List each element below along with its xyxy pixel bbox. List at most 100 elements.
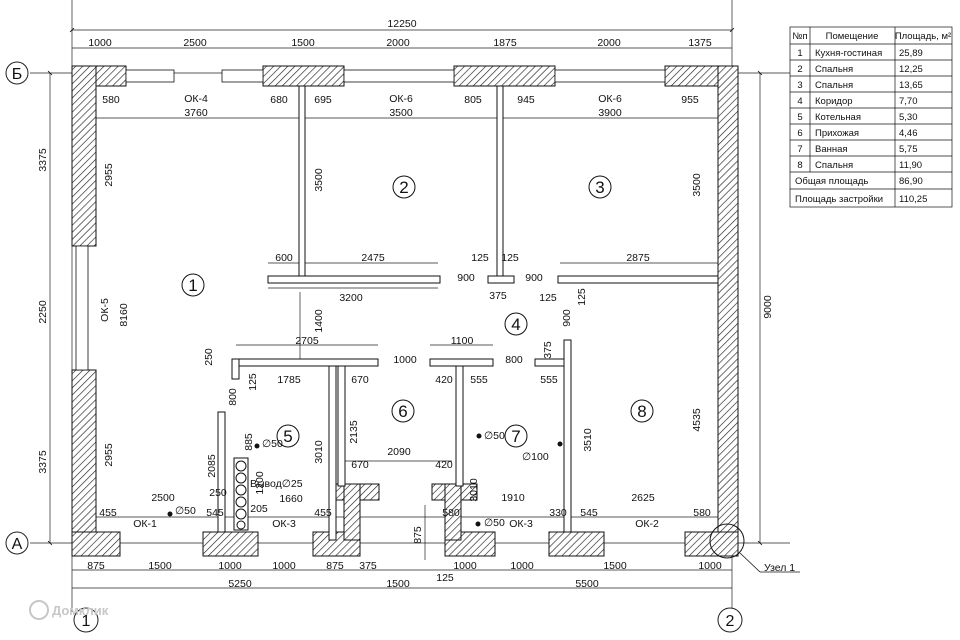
svg-text:1910: 1910 (501, 492, 525, 504)
room-number: 8 (637, 402, 646, 421)
table-cell: 13,65 (899, 80, 923, 91)
table-cell: 6 (797, 128, 802, 139)
pipe-label: ∅50 (484, 430, 505, 442)
axis-bubble-2 (717, 607, 743, 633)
axis-bubble-b (5, 61, 29, 85)
dim-bottom: 1000 (218, 560, 242, 572)
svg-text:125: 125 (247, 373, 259, 391)
svg-text:330: 330 (549, 507, 567, 519)
table-cell: Кухня-гостиная (815, 48, 882, 59)
svg-text:955: 955 (681, 94, 699, 106)
axis-markers: Б А 1 2 (5, 61, 743, 633)
svg-text:420: 420 (435, 459, 453, 471)
table-cell: Прихожая (815, 128, 859, 139)
wall-bottom-5 (548, 531, 605, 557)
table-total-label: Общая площадь (795, 176, 868, 187)
window-label-ok6: ОК-6 (389, 93, 413, 105)
svg-text:805: 805 (464, 94, 482, 106)
axis-label-b: Б (12, 66, 23, 83)
dim-bottom-small: 125 (436, 572, 454, 584)
inner-dimensions: 580 680 695 805 945 955 3760 3500 3900 2… (99, 94, 711, 544)
svg-text:2500: 2500 (151, 492, 175, 504)
outer-dimensions: 12250 1000 2500 1500 2000 1875 2000 1375… (37, 18, 774, 590)
table-cell: 2 (797, 64, 802, 75)
svg-text:945: 945 (517, 94, 535, 106)
svg-text:3510: 3510 (582, 428, 594, 452)
pipe-label: ∅50 (175, 505, 196, 517)
svg-text:580: 580 (442, 507, 460, 519)
table-cell: 1 (797, 48, 802, 59)
svg-text:545: 545 (206, 507, 224, 519)
dim-bottom: 875 (87, 560, 105, 572)
svg-text:885: 885 (243, 433, 255, 451)
table-cell: Спальня (815, 64, 853, 75)
window-label-ok1: ОК-1 (133, 518, 157, 530)
dim-top: 2500 (183, 37, 207, 49)
svg-text:900: 900 (457, 272, 475, 284)
table-cell: 4,46 (899, 128, 918, 139)
svg-text:3500: 3500 (313, 168, 325, 192)
wall-left-upper (71, 65, 97, 247)
wall-bottom-2 (202, 531, 259, 557)
svg-text:2875: 2875 (626, 252, 650, 264)
dim-top: 1000 (88, 37, 112, 49)
dim-total-width: 12250 (387, 18, 416, 30)
wall-left-lower (71, 369, 97, 557)
svg-text:3500: 3500 (389, 107, 413, 119)
dim-left: 2250 (37, 300, 49, 324)
svg-text:2955: 2955 (103, 163, 115, 187)
svg-text:2625: 2625 (631, 492, 655, 504)
room-number: 4 (511, 315, 520, 334)
table-cell: 12,25 (899, 64, 923, 75)
window-frames (75, 69, 666, 371)
svg-text:580: 580 (102, 94, 120, 106)
wall-porch-left-post (343, 483, 361, 541)
table-cell: 7,70 (899, 96, 918, 107)
node-label: Узел 1 (764, 562, 795, 574)
pipes: ∅50 ∅50 ∅100 ∅50 ∅50 Вывод∅25 (167, 430, 563, 531)
table-header-num: №п (792, 31, 807, 42)
boiler-column (233, 457, 249, 531)
svg-text:3900: 3900 (598, 107, 622, 119)
room-number: 6 (398, 402, 407, 421)
dim-bottom: 375 (359, 560, 377, 572)
axis-bubble-a (5, 531, 29, 555)
axis-bubble-1 (73, 607, 99, 633)
svg-text:670: 670 (351, 459, 369, 471)
svg-text:1000: 1000 (393, 354, 417, 366)
dim-bottom: 1500 (148, 560, 172, 572)
table-cell: 5,30 (899, 112, 918, 123)
pipe-label: ∅50 (484, 517, 505, 529)
room-number: 2 (399, 178, 408, 197)
table-cell: 25,89 (899, 48, 923, 59)
table-built-label: Площадь застройки (795, 194, 883, 205)
dimension-lines (47, 27, 763, 589)
wall-porch-right-post (444, 483, 462, 541)
dim-bottom-total: 1500 (386, 578, 410, 590)
room-number: 5 (283, 427, 292, 446)
dim-bottom: 1500 (603, 560, 627, 572)
table-cell: Котельная (815, 112, 861, 123)
table-cell: 4 (797, 96, 802, 107)
table-cell: 11,90 (899, 160, 922, 171)
room-number: 1 (188, 276, 197, 295)
watermark: Домклик (29, 600, 109, 620)
window-label-ok5: ОК-5 (99, 298, 111, 322)
svg-text:250: 250 (209, 487, 227, 499)
svg-text:125: 125 (539, 292, 557, 304)
room-number: 7 (511, 427, 520, 446)
room-number: 3 (595, 178, 604, 197)
walls (71, 65, 739, 557)
dim-bottom: 1000 (698, 560, 722, 572)
svg-text:3010: 3010 (468, 478, 480, 502)
dim-total-height: 9000 (762, 295, 774, 319)
svg-text:1100: 1100 (451, 335, 474, 347)
svg-text:800: 800 (227, 388, 239, 406)
svg-text:3200: 3200 (339, 292, 363, 304)
wall-right (717, 65, 739, 557)
svg-text:1400: 1400 (313, 309, 325, 333)
svg-text:420: 420 (435, 374, 453, 386)
svg-text:1660: 1660 (279, 493, 303, 505)
svg-text:125: 125 (471, 252, 489, 264)
